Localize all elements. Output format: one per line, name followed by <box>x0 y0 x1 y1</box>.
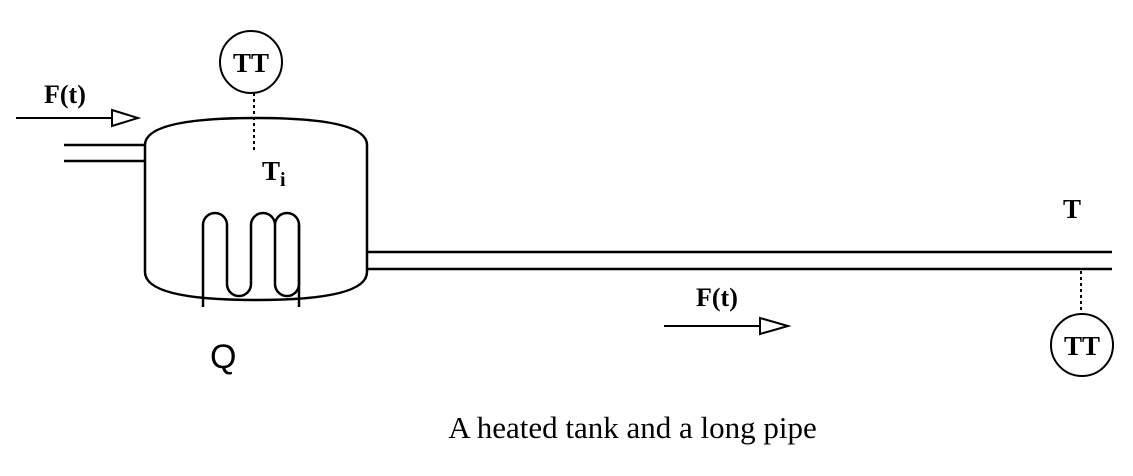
pipe-flow-arrow <box>664 316 792 336</box>
inlet-pipe <box>64 143 145 163</box>
heat-input-label: Q <box>210 338 236 376</box>
tank-temperature-label: Ti <box>262 156 286 191</box>
heating-coil-inner <box>297 225 301 307</box>
pipe-flow-label: F(t) <box>696 283 738 312</box>
heating-coil <box>201 211 301 307</box>
inlet-flow-arrow <box>16 108 142 128</box>
outlet-transmitter-label: TT <box>1064 331 1100 361</box>
tank-temperature-symbol: T <box>262 156 280 186</box>
inlet-flow-label: F(t) <box>44 80 86 109</box>
tank-vessel <box>143 116 369 302</box>
tank-temperature-subscript: i <box>280 169 286 191</box>
outlet-temperature-label: T <box>1063 194 1081 224</box>
long-pipe <box>367 250 1112 271</box>
tank-transmitter-label: TT <box>233 48 269 78</box>
diagram-caption: A heated tank and a long pipe <box>448 410 817 445</box>
outlet-temperature-transmitter <box>1050 313 1114 377</box>
tank-temperature-transmitter <box>219 30 283 94</box>
